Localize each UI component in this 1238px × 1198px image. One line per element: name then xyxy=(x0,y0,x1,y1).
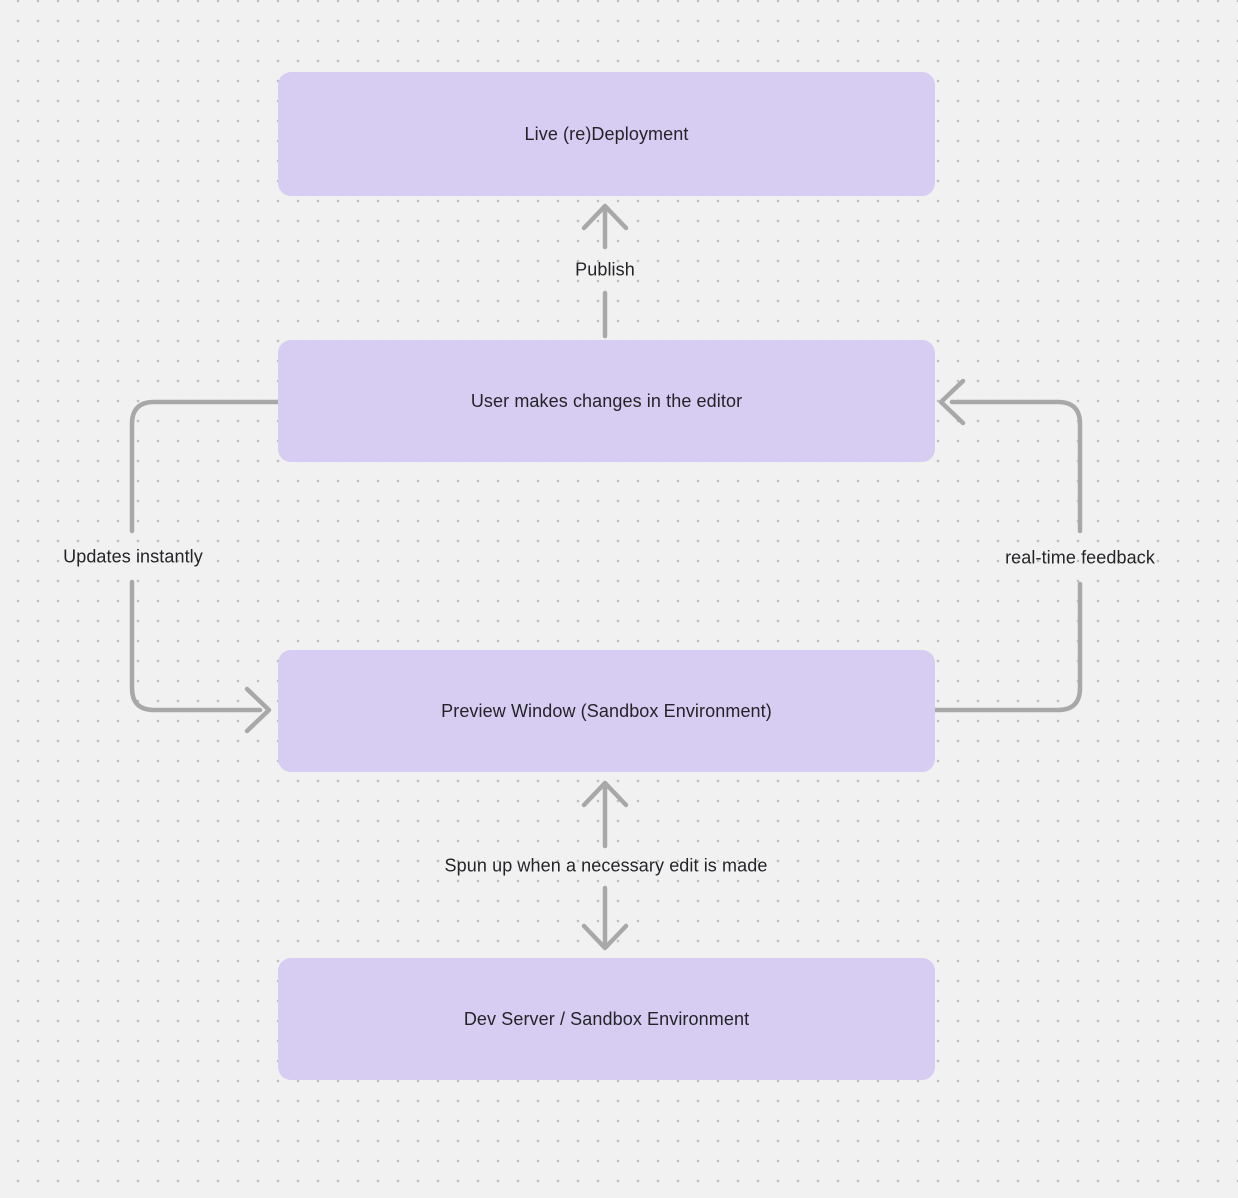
node-label: Preview Window (Sandbox Environment) xyxy=(441,700,772,721)
arrow-up-icon xyxy=(581,780,629,808)
edge-label-real-time-feedback: real-time feedback xyxy=(1005,547,1155,568)
arrow-up-icon xyxy=(581,203,629,231)
node-label: User makes changes in the editor xyxy=(470,390,743,411)
node-label: Dev Server / Sandbox Environment xyxy=(463,1008,750,1029)
edge-real-time-feedback-arrow xyxy=(932,378,1083,713)
node-dev-server[interactable]: Dev Server / Sandbox Environment xyxy=(278,958,935,1080)
arrow-right-icon xyxy=(244,686,272,734)
node-editor-changes[interactable]: User makes changes in the editor xyxy=(278,340,935,462)
arrow-down-icon xyxy=(581,923,629,951)
arrow-left-icon xyxy=(938,378,966,426)
node-label: Live (re)Deployment xyxy=(524,123,689,144)
edge-label-updates-instantly: Updates instantly xyxy=(63,546,203,567)
edge-label-spun-up: Spun up when a necessary edit is made xyxy=(444,855,768,876)
node-preview-window[interactable]: Preview Window (Sandbox Environment) xyxy=(278,650,935,772)
edge-label-publish: Publish xyxy=(575,259,635,280)
node-live-deployment[interactable]: Live (re)Deployment xyxy=(278,72,935,196)
